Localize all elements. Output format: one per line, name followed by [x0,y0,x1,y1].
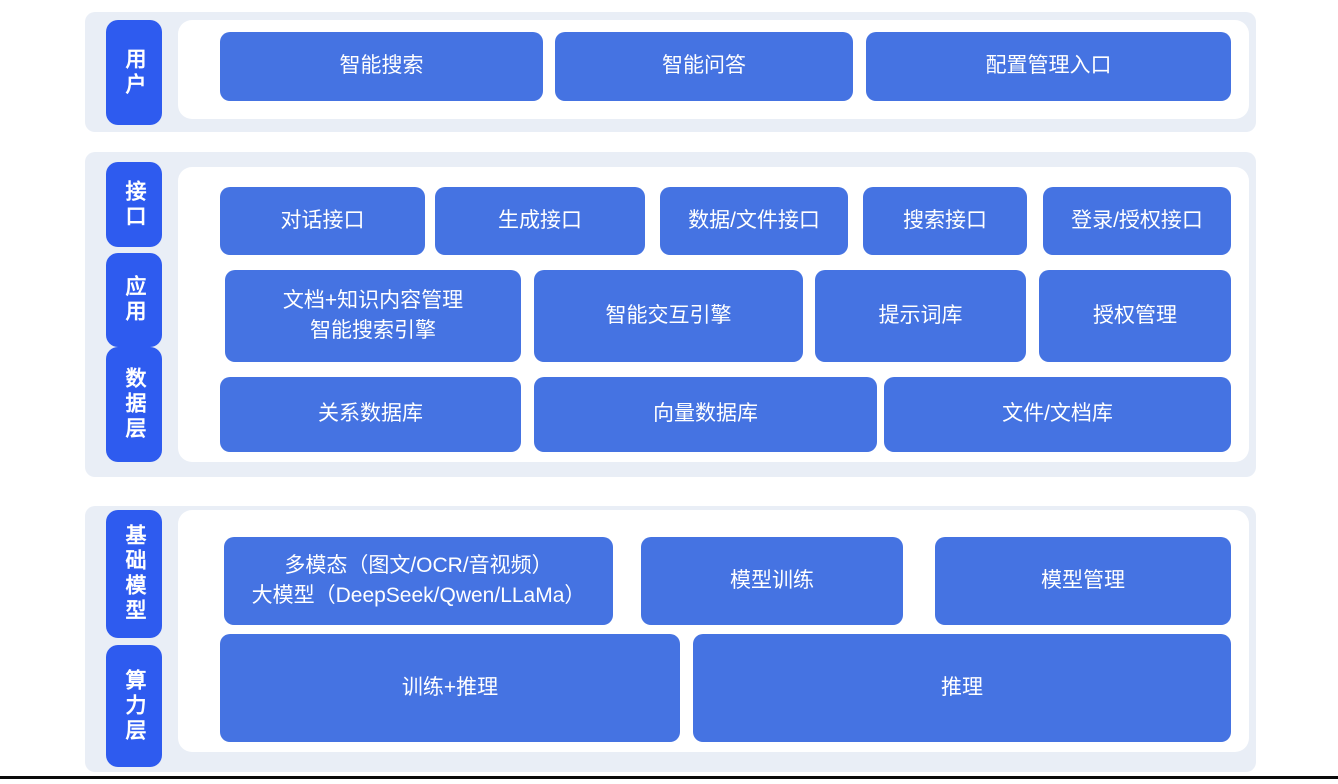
box-doc-knowledge-search-engine: 文档+知识内容管理 智能搜索引擎 [225,270,521,362]
box-model-training: 模型训练 [641,537,903,625]
layer-band-foundation: 基础模型 算力层 多模态（图文/OCR/音视频） 大模型（DeepSeek/Qw… [85,506,1256,772]
box-vector-db: 向量数据库 [534,377,877,452]
box-search-api: 搜索接口 [863,187,1027,255]
user-panel: 智能搜索 智能问答 配置管理入口 [178,20,1249,119]
box-intelligent-search: 智能搜索 [220,32,543,101]
box-model-management: 模型管理 [935,537,1231,625]
layer-label-compute: 算力层 [106,645,162,767]
layer-band-middle: 接口 应用 数据层 对话接口 生成接口 数据/文件接口 搜索接口 登录/授权接口… [85,152,1256,477]
box-intelligent-qa: 智能问答 [555,32,853,101]
foundation-panel: 多模态（图文/OCR/音视频） 大模型（DeepSeek/Qwen/LLaMa）… [178,510,1249,752]
bottom-border-line [0,776,1338,779]
box-generation-api: 生成接口 [435,187,645,255]
layer-label-foundation-model: 基础模型 [106,510,162,638]
box-multimodal-llm: 多模态（图文/OCR/音视频） 大模型（DeepSeek/Qwen/LLaMa） [224,537,613,625]
box-relational-db: 关系数据库 [220,377,521,452]
layer-label-interface: 接口 [106,162,162,247]
box-config-management-entry: 配置管理入口 [866,32,1231,101]
box-data-file-api: 数据/文件接口 [660,187,848,255]
layer-label-user: 用户 [106,20,162,125]
box-login-auth-api: 登录/授权接口 [1043,187,1231,255]
box-prompt-library: 提示词库 [815,270,1026,362]
box-dialog-api: 对话接口 [220,187,425,255]
box-training-inference: 训练+推理 [220,634,680,742]
middle-panel: 对话接口 生成接口 数据/文件接口 搜索接口 登录/授权接口 文档+知识内容管理… [178,167,1249,462]
box-auth-management: 授权管理 [1039,270,1231,362]
box-interaction-engine: 智能交互引擎 [534,270,803,362]
box-file-doc-store: 文件/文档库 [884,377,1231,452]
layer-label-data: 数据层 [106,347,162,462]
box-inference: 推理 [693,634,1231,742]
layer-label-application: 应用 [106,253,162,347]
layer-band-user: 用户 智能搜索 智能问答 配置管理入口 [85,12,1256,132]
